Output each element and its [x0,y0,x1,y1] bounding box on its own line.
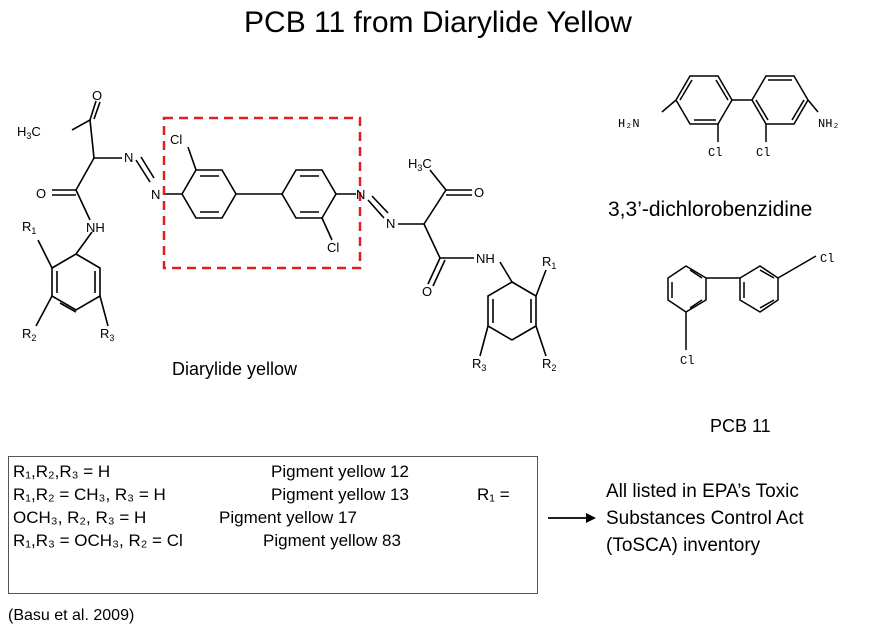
chlorine-label: Cl [756,146,770,160]
r3-label: R3 [100,326,114,343]
amide-nh-label: NH [476,251,495,266]
amide-nh-label: NH [86,220,105,235]
pigment-row: R₁,R₂ = CH₃, R₃ = H Pigment yellow 13 R₁… [13,483,537,506]
pigment-substituents: R₁,R₂ = CH₃, R₃ = H [13,485,166,504]
nitrogen-label: N [356,187,365,202]
nitrogen-label: N [386,216,395,231]
amine-label-right: NH₂ [818,117,840,131]
r2-label: R2 [542,356,556,373]
page-title: PCB 11 from Diarylide Yellow [244,6,632,39]
r2-label: R2 [22,326,36,343]
pigment-substituents: R₁,R₃ = OCH₃, R₂ = Cl [13,531,183,550]
r1-label: R1 [542,254,556,271]
r1-label: R1 [22,219,36,236]
pigment-name: Pigment yellow 13 [271,485,409,504]
dichlorobenzidine-structure [661,75,819,142]
pigment-name: Pigment yellow 17 [219,508,357,527]
pigment-name: Pigment yellow 12 [271,462,409,481]
chlorine-label: Cl [708,146,722,160]
pigment-name: Pigment yellow 83 [263,531,401,550]
pigment-table: R₁,R₂,R₃ = H Pigment yellow 12 R₁,R₂ = C… [8,456,538,594]
chlorine-label: Cl [820,252,834,266]
oxygen-label: O [36,186,46,201]
diarylide-caption: Diarylide yellow [172,359,298,379]
pigment-extra: R₁ = [477,485,510,504]
tosca-note: All listed in EPA’s Toxic Substances Con… [606,478,876,559]
citation: (Basu et al. 2009) [8,607,135,624]
pcb11-structure [667,255,817,350]
dichlorobenzidine-caption: 3,3’-dichlorobenzidine [608,198,812,221]
methyl-label-right: H3C [408,156,432,173]
chlorine-label: Cl [170,132,182,147]
pigment-substituents: R₁,R₂,R₃ = H [13,462,111,481]
pigment-row: R₁,R₃ = OCH₃, R₂ = Cl Pigment yellow 83 [13,529,537,552]
pcb11-caption: PCB 11 [710,416,771,436]
oxygen-label: O [474,185,484,200]
methyl-label-left: H3C [17,124,41,141]
pigment-row: R₁,R₂,R₃ = H Pigment yellow 12 [13,460,537,483]
oxygen-label: O [422,284,432,299]
diarylide-yellow-structure [35,100,547,357]
oxygen-label: O [92,88,102,103]
chlorine-label: Cl [327,240,339,255]
note-line: (ToSCA) inventory [606,535,761,556]
pigment-substituents: OCH₃, R₂, R₃ = H [13,508,147,527]
chlorine-label: Cl [680,354,694,368]
nitrogen-label: N [124,150,133,165]
arrow-icon [548,513,596,523]
note-line: All listed in EPA’s Toxic [606,481,799,502]
r3-label: R3 [472,356,486,373]
pigment-row: OCH₃, R₂, R₃ = H Pigment yellow 17 [13,506,537,529]
note-line: Substances Control Act [606,508,804,529]
dichlorobenzidine-highlight-box [162,116,362,270]
amine-label-left: H₂N [618,117,640,131]
nitrogen-label: N [151,187,160,202]
